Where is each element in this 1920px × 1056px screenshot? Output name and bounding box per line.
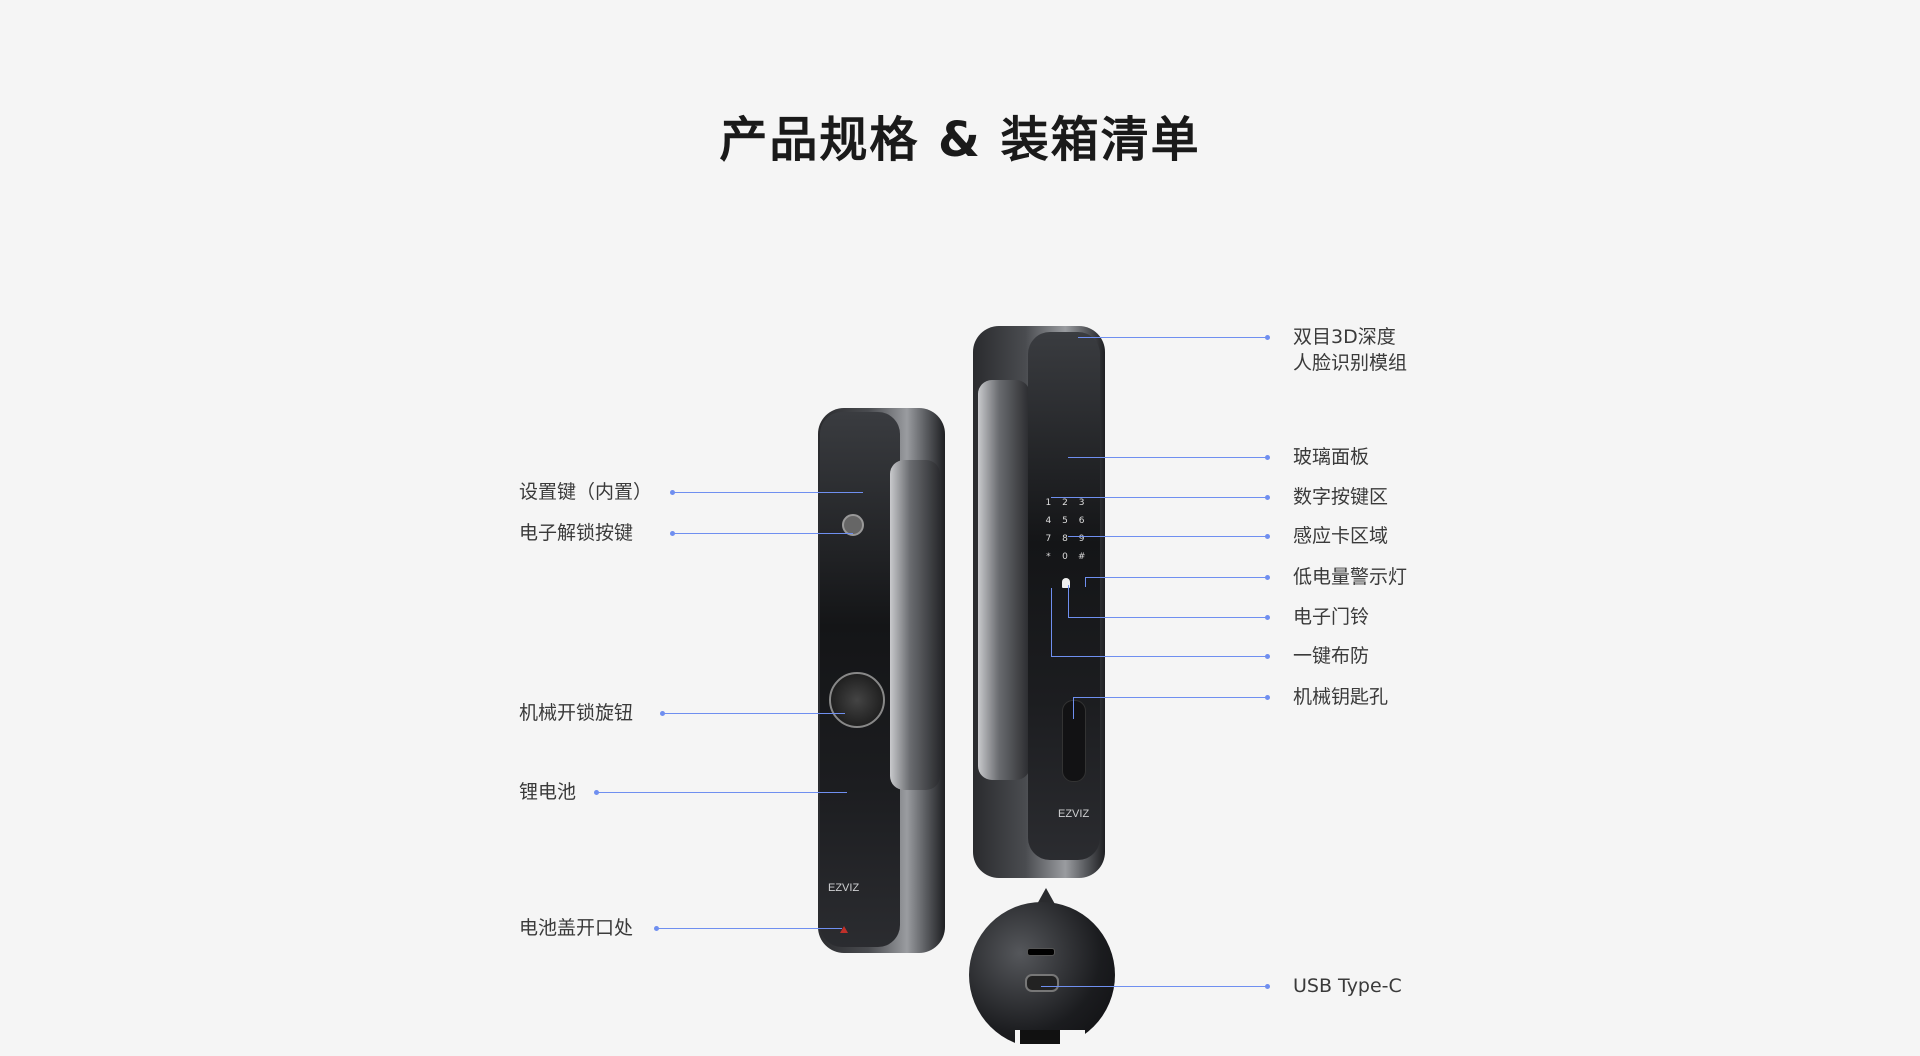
label-low-battery-light: 低电量警示灯 [1293, 566, 1408, 588]
key: 8 [1062, 534, 1068, 544]
callout-pointer [1036, 888, 1056, 906]
key: 2 [1062, 498, 1068, 508]
key: 5 [1062, 516, 1068, 526]
label-glass-panel: 玻璃面板 [1293, 446, 1370, 468]
label-card-area: 感应卡区域 [1293, 525, 1389, 547]
label-doorbell: 电子门铃 [1293, 606, 1370, 628]
leader-line [656, 928, 842, 929]
key: 3 [1078, 498, 1085, 508]
leader-line [672, 492, 863, 493]
label-battery-cover: 电池盖开口处 [519, 917, 634, 939]
label-mechanical-knob: 机械开锁旋钮 [519, 702, 634, 724]
key: * [1046, 552, 1051, 562]
key: 1 [1045, 498, 1052, 508]
key: # [1077, 552, 1086, 562]
usb-detail-image [969, 902, 1115, 1048]
label-keypad: 数字按键区 [1293, 486, 1389, 508]
label-face-module-line1: 双目3D深度 [1293, 326, 1396, 348]
leader-line [672, 533, 853, 534]
label-one-key-arm: 一键布防 [1293, 645, 1370, 667]
leader-line [596, 792, 847, 793]
leader-line [662, 713, 845, 714]
label-unlock-button: 电子解锁按键 [519, 522, 634, 544]
bell-icon [1062, 578, 1070, 588]
page-title: 产品规格 & 装箱清单 [719, 112, 1201, 168]
label-settings-key: 设置键（内置） [519, 481, 653, 503]
key: 6 [1078, 516, 1085, 526]
label-keyhole: 机械钥匙孔 [1293, 686, 1389, 708]
label-lithium-battery: 锂电池 [519, 781, 577, 803]
key: 4 [1045, 516, 1052, 526]
brand-logo: EZVIZ [1058, 808, 1090, 820]
usb-port [1025, 974, 1059, 992]
brand-logo: EZVIZ [828, 882, 860, 894]
battery-cover-marker [840, 926, 848, 933]
unlock-button [842, 514, 864, 536]
keyhole [1062, 700, 1086, 782]
key: 0 [1062, 552, 1068, 562]
label-usb-type-c: USB Type-C [1293, 975, 1402, 997]
key: 9 [1078, 534, 1085, 544]
label-face-module-line2: 人脸识别模组 [1293, 352, 1408, 374]
key: 7 [1045, 534, 1052, 544]
knob [829, 672, 885, 728]
